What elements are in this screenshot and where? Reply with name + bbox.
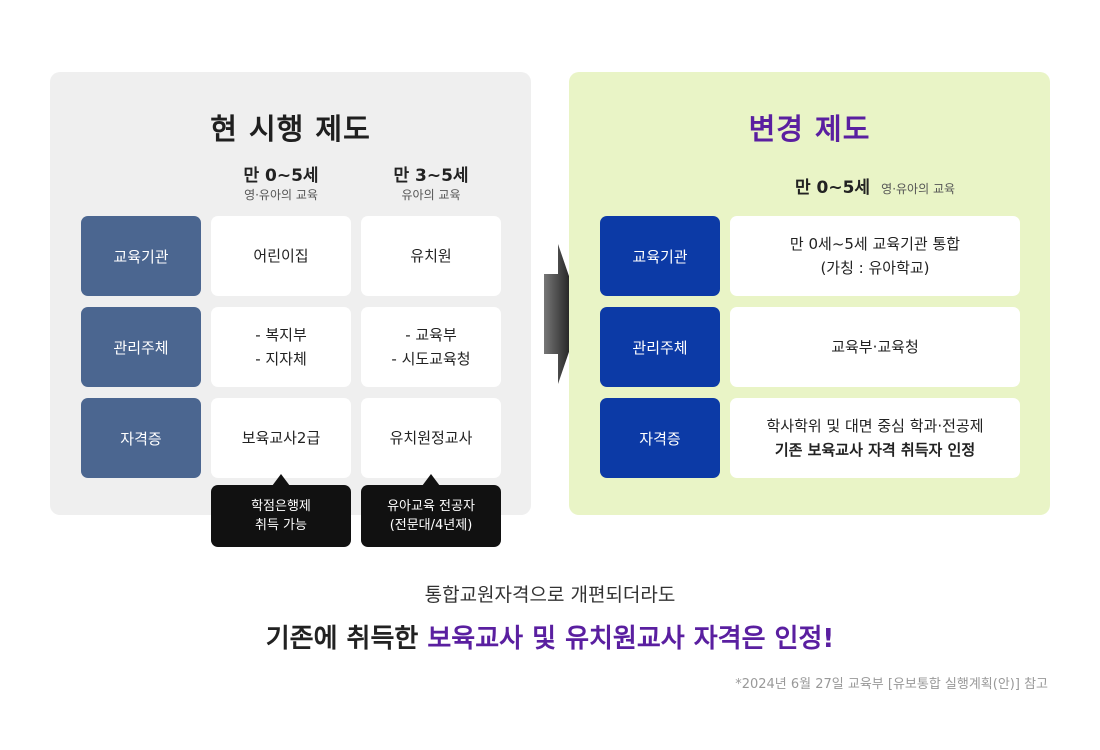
cell-text-bold: 기존 보육교사 자격 취득자 인정	[774, 441, 976, 459]
footer-headline-highlight: 보육교사 및 유치원교사 자격은 인정!	[427, 624, 835, 654]
column-header-0-5: 만 0~5세 영·유아의 교육	[211, 166, 351, 204]
changed-system-title: 변경 제도	[748, 112, 871, 146]
column-sub: 영·유아의 교육	[244, 188, 318, 202]
cell-text: - 교육부	[405, 326, 457, 344]
cell-text: - 지자체	[255, 350, 307, 368]
row-label-institution: 교육기관	[81, 216, 201, 296]
footer-subheading: 통합교원자격으로 개편되더라도	[424, 584, 676, 606]
column-sub: 유아의 교육	[401, 188, 461, 202]
cell-text: 만 0세~5세 교육기관 통합	[789, 235, 961, 253]
column-header-unified: 만 0~5세 영·유아의 교육	[730, 173, 1020, 198]
note-text: 유아교육 전공자	[387, 499, 475, 514]
note-major: 유아교육 전공자 (전문대/4년제)	[361, 474, 501, 547]
footer-headline-prefix: 기존에 취득한	[265, 624, 428, 654]
column-header-3-5: 만 3~5세 유아의 교육	[361, 166, 501, 204]
cell-institution-3-5: 유치원	[361, 216, 501, 296]
cell-certificate-0-5: 보육교사2급	[211, 398, 351, 478]
cell-text: 유치원정교사	[389, 429, 473, 447]
cell-certificate-unified: 학사학위 및 대면 중심 학과·전공제 기존 보육교사 자격 취득자 인정	[730, 398, 1020, 478]
row-label-institution: 교육기관	[600, 216, 720, 296]
cell-text: 어린이집	[253, 247, 309, 265]
cell-institution-0-5: 어린이집	[211, 216, 351, 296]
note-text: 학점은행제	[251, 499, 311, 514]
row-label-certificate: 자격증	[600, 398, 720, 478]
cell-text: 보육교사2급	[241, 429, 321, 447]
current-system-panel: 현 시행 제도 만 0~5세 영·유아의 교육 만 3~5세 유아의 교육 교육…	[50, 72, 531, 515]
cell-institution-unified: 만 0세~5세 교육기관 통합 (가칭 : 유아학교)	[730, 216, 1020, 296]
cell-management-unified: 교육부·교육청	[730, 307, 1020, 387]
footer-headline: 기존에 취득한 보육교사 및 유치원교사 자격은 인정!	[0, 618, 1100, 655]
cell-text: (가칭 : 유아학교)	[820, 259, 930, 277]
column-age: 만 0~5세	[794, 178, 871, 198]
column-age: 만 3~5세	[393, 166, 469, 186]
arrow-right-icon	[544, 244, 582, 384]
row-label-management: 관리주체	[600, 307, 720, 387]
current-system-title: 현 시행 제도	[210, 112, 371, 146]
cell-text: 유치원	[410, 247, 452, 265]
column-age: 만 0~5세	[243, 166, 319, 186]
note-text: 취득 가능	[255, 518, 307, 533]
changed-system-panel: 변경 제도 만 0~5세 영·유아의 교육 교육기관 만 0세~5세 교육기관 …	[569, 72, 1050, 515]
cell-text: 교육부·교육청	[831, 338, 919, 356]
cell-management-3-5: - 교육부 - 시도교육청	[361, 307, 501, 387]
source-note: *2024년 6월 27일 교육부 [유보통합 실행계획(안)] 참고	[735, 677, 1048, 692]
cell-certificate-3-5: 유치원정교사	[361, 398, 501, 478]
row-label-management: 관리주체	[81, 307, 201, 387]
cell-management-0-5: - 복지부 - 지자체	[211, 307, 351, 387]
cell-text: - 복지부	[255, 326, 307, 344]
row-label-certificate: 자격증	[81, 398, 201, 478]
note-credit-bank: 학점은행제 취득 가능	[211, 474, 351, 547]
note-text: (전문대/4년제)	[389, 518, 473, 533]
cell-text: - 시도교육청	[391, 350, 471, 368]
column-sub: 영·유아의 교육	[881, 182, 956, 196]
cell-text: 학사학위 및 대면 중심 학과·전공제	[766, 417, 984, 435]
